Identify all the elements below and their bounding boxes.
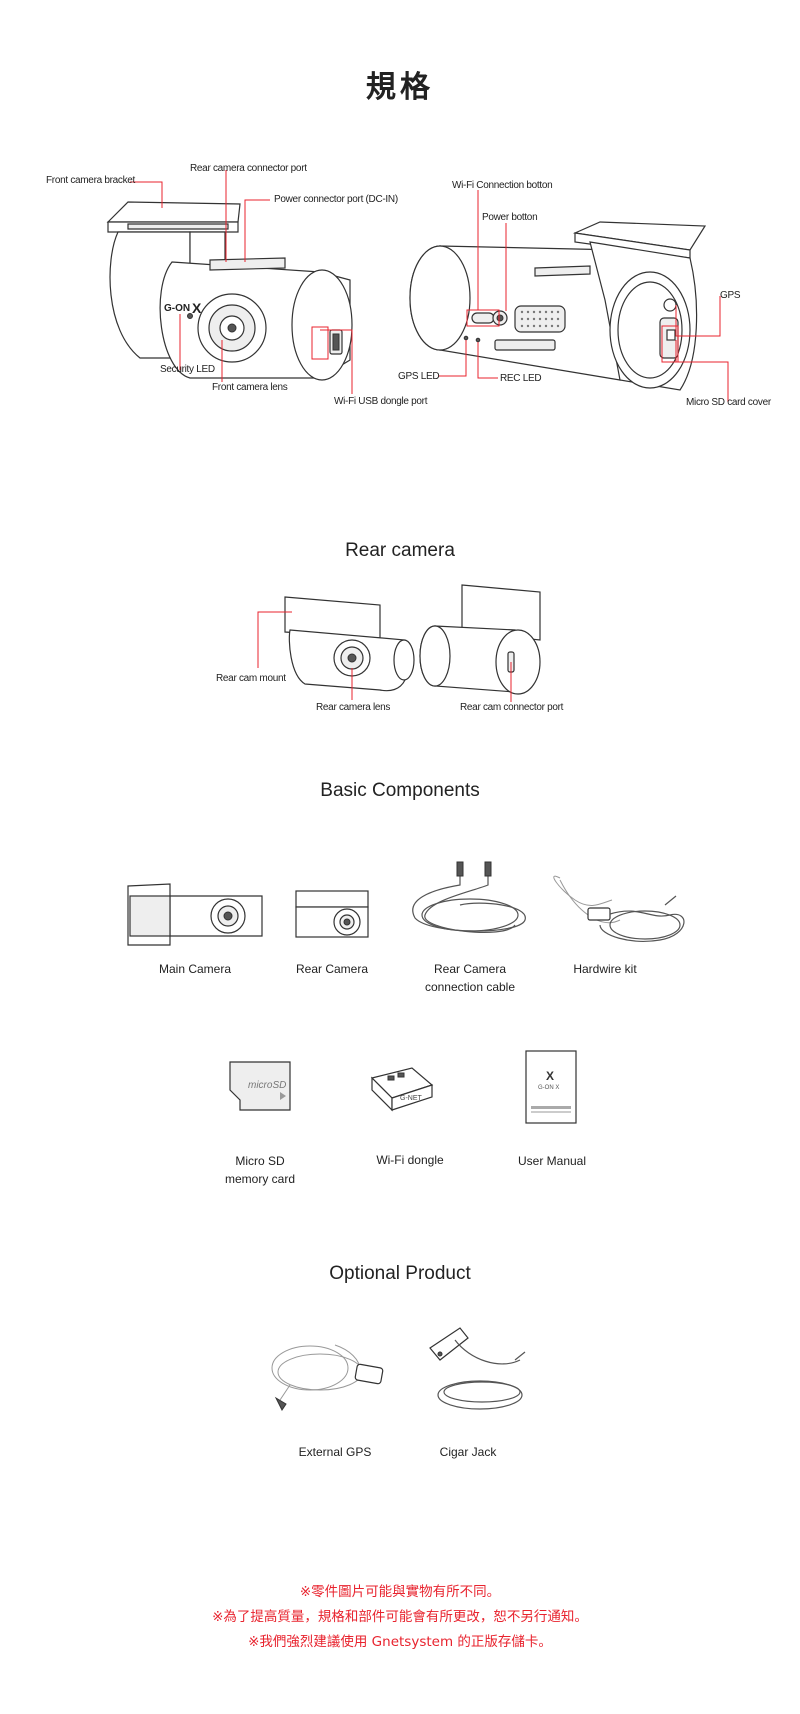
caption-cigar-jack: Cigar Jack <box>439 1445 497 1459</box>
svg-text:G-ON X: G-ON X <box>538 1085 559 1091</box>
rear-camera-illustration <box>257 584 541 702</box>
basic-components-illustrations: microSD G-NET X G-ON X <box>127 861 685 1124</box>
hardwire-kit-image <box>553 875 685 942</box>
caption-main-camera: Main Camera <box>158 962 232 976</box>
label-security-led: Security LED <box>160 364 215 375</box>
wifi-dongle-image: G-NET <box>370 1067 434 1112</box>
caption-rear-camera: Rear Camera <box>295 962 369 976</box>
user-manual-image: X G-ON X <box>525 1050 577 1124</box>
optional-product-illustrations <box>271 1327 526 1411</box>
camera-brand-text: G-ON <box>164 303 190 314</box>
svg-text:X: X <box>546 1069 554 1083</box>
main-camera-rear-illustration <box>409 190 729 402</box>
note-2: ※為了提高質量，規格和部件可能會有所更改，恕不另行通知。 <box>212 1609 588 1625</box>
connection-cable-image <box>412 861 526 934</box>
label-gps-led: GPS LED <box>398 371 440 382</box>
micro-sd-image: microSD <box>229 1061 291 1111</box>
label-wifi-button: Wi-Fi Connection botton <box>452 180 553 191</box>
rear-camera-title: Rear camera <box>345 540 455 561</box>
caption-micro-sd: Micro SD memory card <box>224 1154 295 1186</box>
caption-user-manual: User Manual <box>517 1154 587 1168</box>
label-rear-camera-connector: Rear camera connector port <box>190 163 307 174</box>
main-camera-front-illustration: G-ON X <box>106 170 353 394</box>
svg-text:X: X <box>192 300 202 316</box>
optional-product-title: Optional Product <box>329 1263 471 1284</box>
page-title: 規格 <box>366 70 434 105</box>
rear-camera-image <box>295 890 369 938</box>
caption-external-gps: External GPS <box>298 1445 372 1459</box>
external-gps-image <box>271 1344 384 1411</box>
label-front-camera-bracket: Front camera bracket <box>46 175 136 186</box>
label-rear-cam-mount: Rear cam mount <box>216 673 286 684</box>
caption-hardwire-kit: Hardwire kit <box>573 962 637 976</box>
label-gps: GPS <box>720 290 741 301</box>
caption-connection-cable: Rear Camera connection cable <box>424 962 516 994</box>
cigar-jack-image <box>429 1327 526 1410</box>
label-sd-card-cover: Micro SD card cover <box>686 397 771 408</box>
svg-text:G-NET: G-NET <box>400 1095 423 1102</box>
label-front-camera-lens: Front camera lens <box>212 382 288 393</box>
label-rear-cam-connector: Rear cam connector port <box>460 702 564 713</box>
label-rear-camera-lens: Rear camera lens <box>316 702 391 713</box>
caption-wifi-dongle: Wi-Fi dongle <box>376 1153 444 1167</box>
label-wifi-usb-port: Wi-Fi USB dongle port <box>334 396 428 407</box>
note-3: ※我們強烈建議使用 Gnetsystem 的正版存儲卡。 <box>248 1634 552 1650</box>
basic-components-title: Basic Components <box>320 780 480 801</box>
label-rec-led: REC LED <box>500 373 542 384</box>
note-1: ※零件圖片可能與實物有所不同。 <box>299 1584 501 1600</box>
svg-text:microSD: microSD <box>248 1080 286 1091</box>
label-power-button: Power botton <box>482 212 538 223</box>
main-camera-image <box>127 883 263 946</box>
label-power-connector: Power connector port (DC-IN) <box>274 194 398 205</box>
